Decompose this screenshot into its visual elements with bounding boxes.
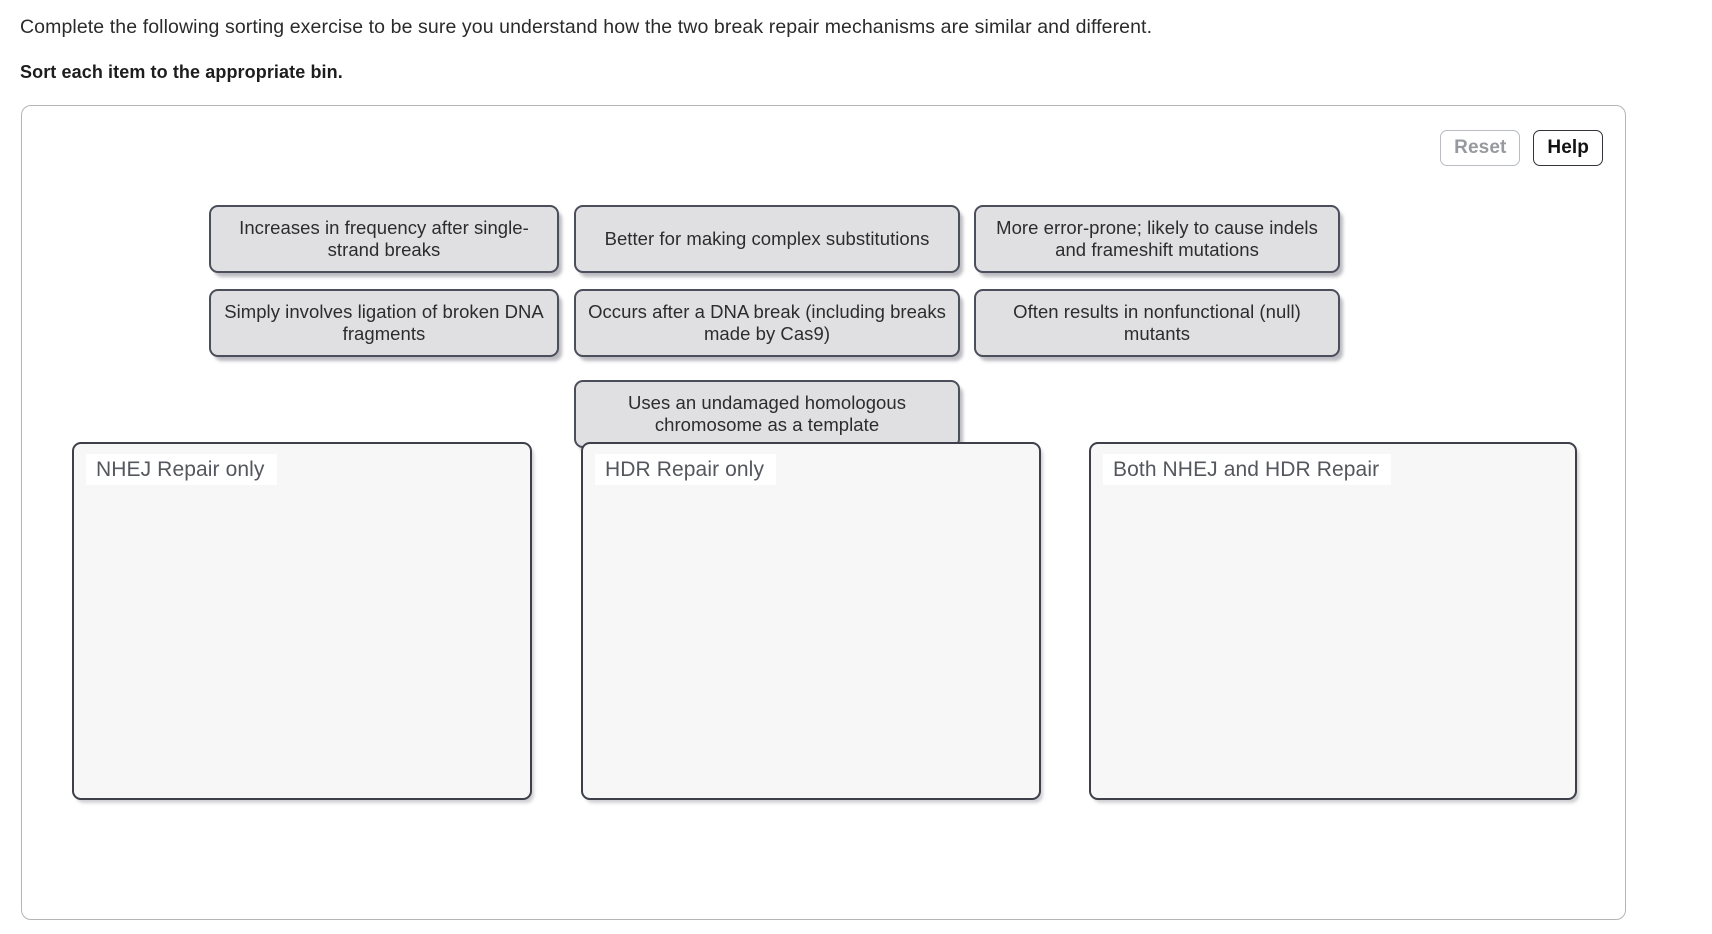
drop-bin-hdr[interactable]: HDR Repair only: [581, 442, 1041, 800]
exercise-panel: Reset Help Increases in frequency after …: [21, 105, 1626, 920]
draggable-item[interactable]: Uses an undamaged homologous chromosome …: [574, 380, 960, 448]
bin-drop-area[interactable]: [74, 488, 530, 798]
reset-button[interactable]: Reset: [1440, 130, 1521, 166]
drop-bin-both[interactable]: Both NHEJ and HDR Repair: [1089, 442, 1577, 800]
bin-drop-area[interactable]: [1091, 488, 1575, 798]
exercise-toolbar: Reset Help: [1440, 130, 1603, 166]
drop-bin-nhej[interactable]: NHEJ Repair only: [72, 442, 532, 800]
bin-label: NHEJ Repair only: [86, 454, 277, 485]
bin-label: Both NHEJ and HDR Repair: [1103, 454, 1392, 485]
draggable-item[interactable]: Occurs after a DNA break (including brea…: [574, 289, 960, 357]
draggable-item[interactable]: Increases in frequency after single-stra…: [209, 205, 559, 273]
bin-drop-area[interactable]: [583, 488, 1039, 798]
draggable-item[interactable]: More error-prone; likely to cause indels…: [974, 205, 1340, 273]
help-button[interactable]: Help: [1533, 130, 1603, 166]
exercise-instruction: Complete the following sorting exercise …: [20, 16, 1153, 38]
exercise-directive: Sort each item to the appropriate bin.: [20, 62, 343, 82]
draggable-item[interactable]: Often results in nonfunctional (null) mu…: [974, 289, 1340, 357]
draggable-item[interactable]: Simply involves ligation of broken DNA f…: [209, 289, 559, 357]
bin-label: HDR Repair only: [595, 454, 777, 485]
draggable-item[interactable]: Better for making complex substitutions: [574, 205, 960, 273]
